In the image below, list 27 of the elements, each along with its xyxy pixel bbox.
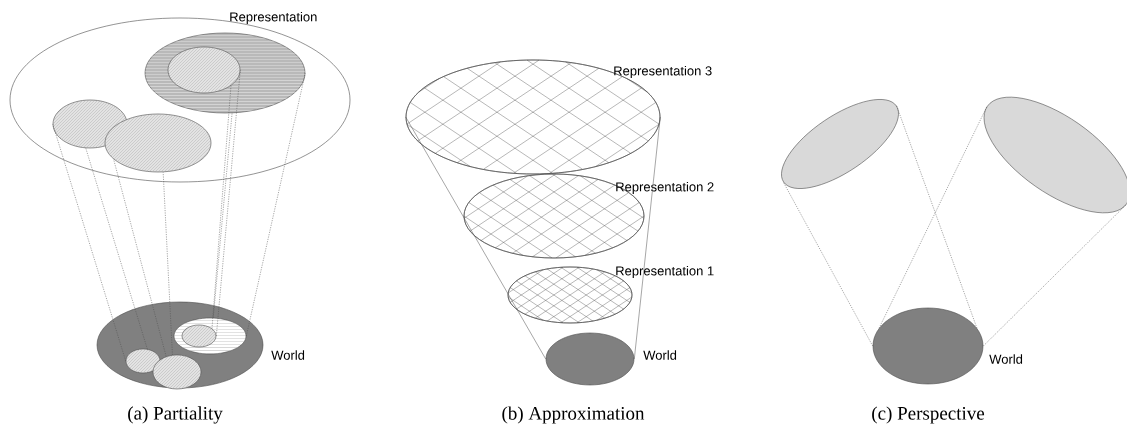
ellipse <box>125 348 161 374</box>
caption: (a) Partiality <box>128 406 223 424</box>
projection-line <box>246 72 306 337</box>
ellipse <box>181 324 217 348</box>
projection-line <box>983 203 1127 347</box>
projection-line <box>878 105 988 329</box>
projection-line <box>216 69 241 337</box>
projection-line <box>783 181 873 347</box>
ellipse <box>983 96 1127 214</box>
projection-line <box>52 123 126 362</box>
projection-line <box>211 85 232 329</box>
projection-line <box>896 105 978 329</box>
ellipse <box>104 113 212 173</box>
node-label: World <box>643 350 677 360</box>
node-label: World <box>989 354 1023 364</box>
projection-line <box>162 171 173 356</box>
projection-line <box>405 116 546 360</box>
node-label: Representation 1 <box>616 265 714 279</box>
projection-line <box>634 116 661 360</box>
caption: (c) Perspective <box>872 406 985 424</box>
ellipse <box>167 46 241 94</box>
projection-line <box>85 147 148 350</box>
projection-line <box>212 112 233 318</box>
projection-line <box>113 158 167 357</box>
node-label: World <box>271 350 305 360</box>
caption: (b) Approximation <box>502 406 645 424</box>
ellipse <box>152 354 202 390</box>
